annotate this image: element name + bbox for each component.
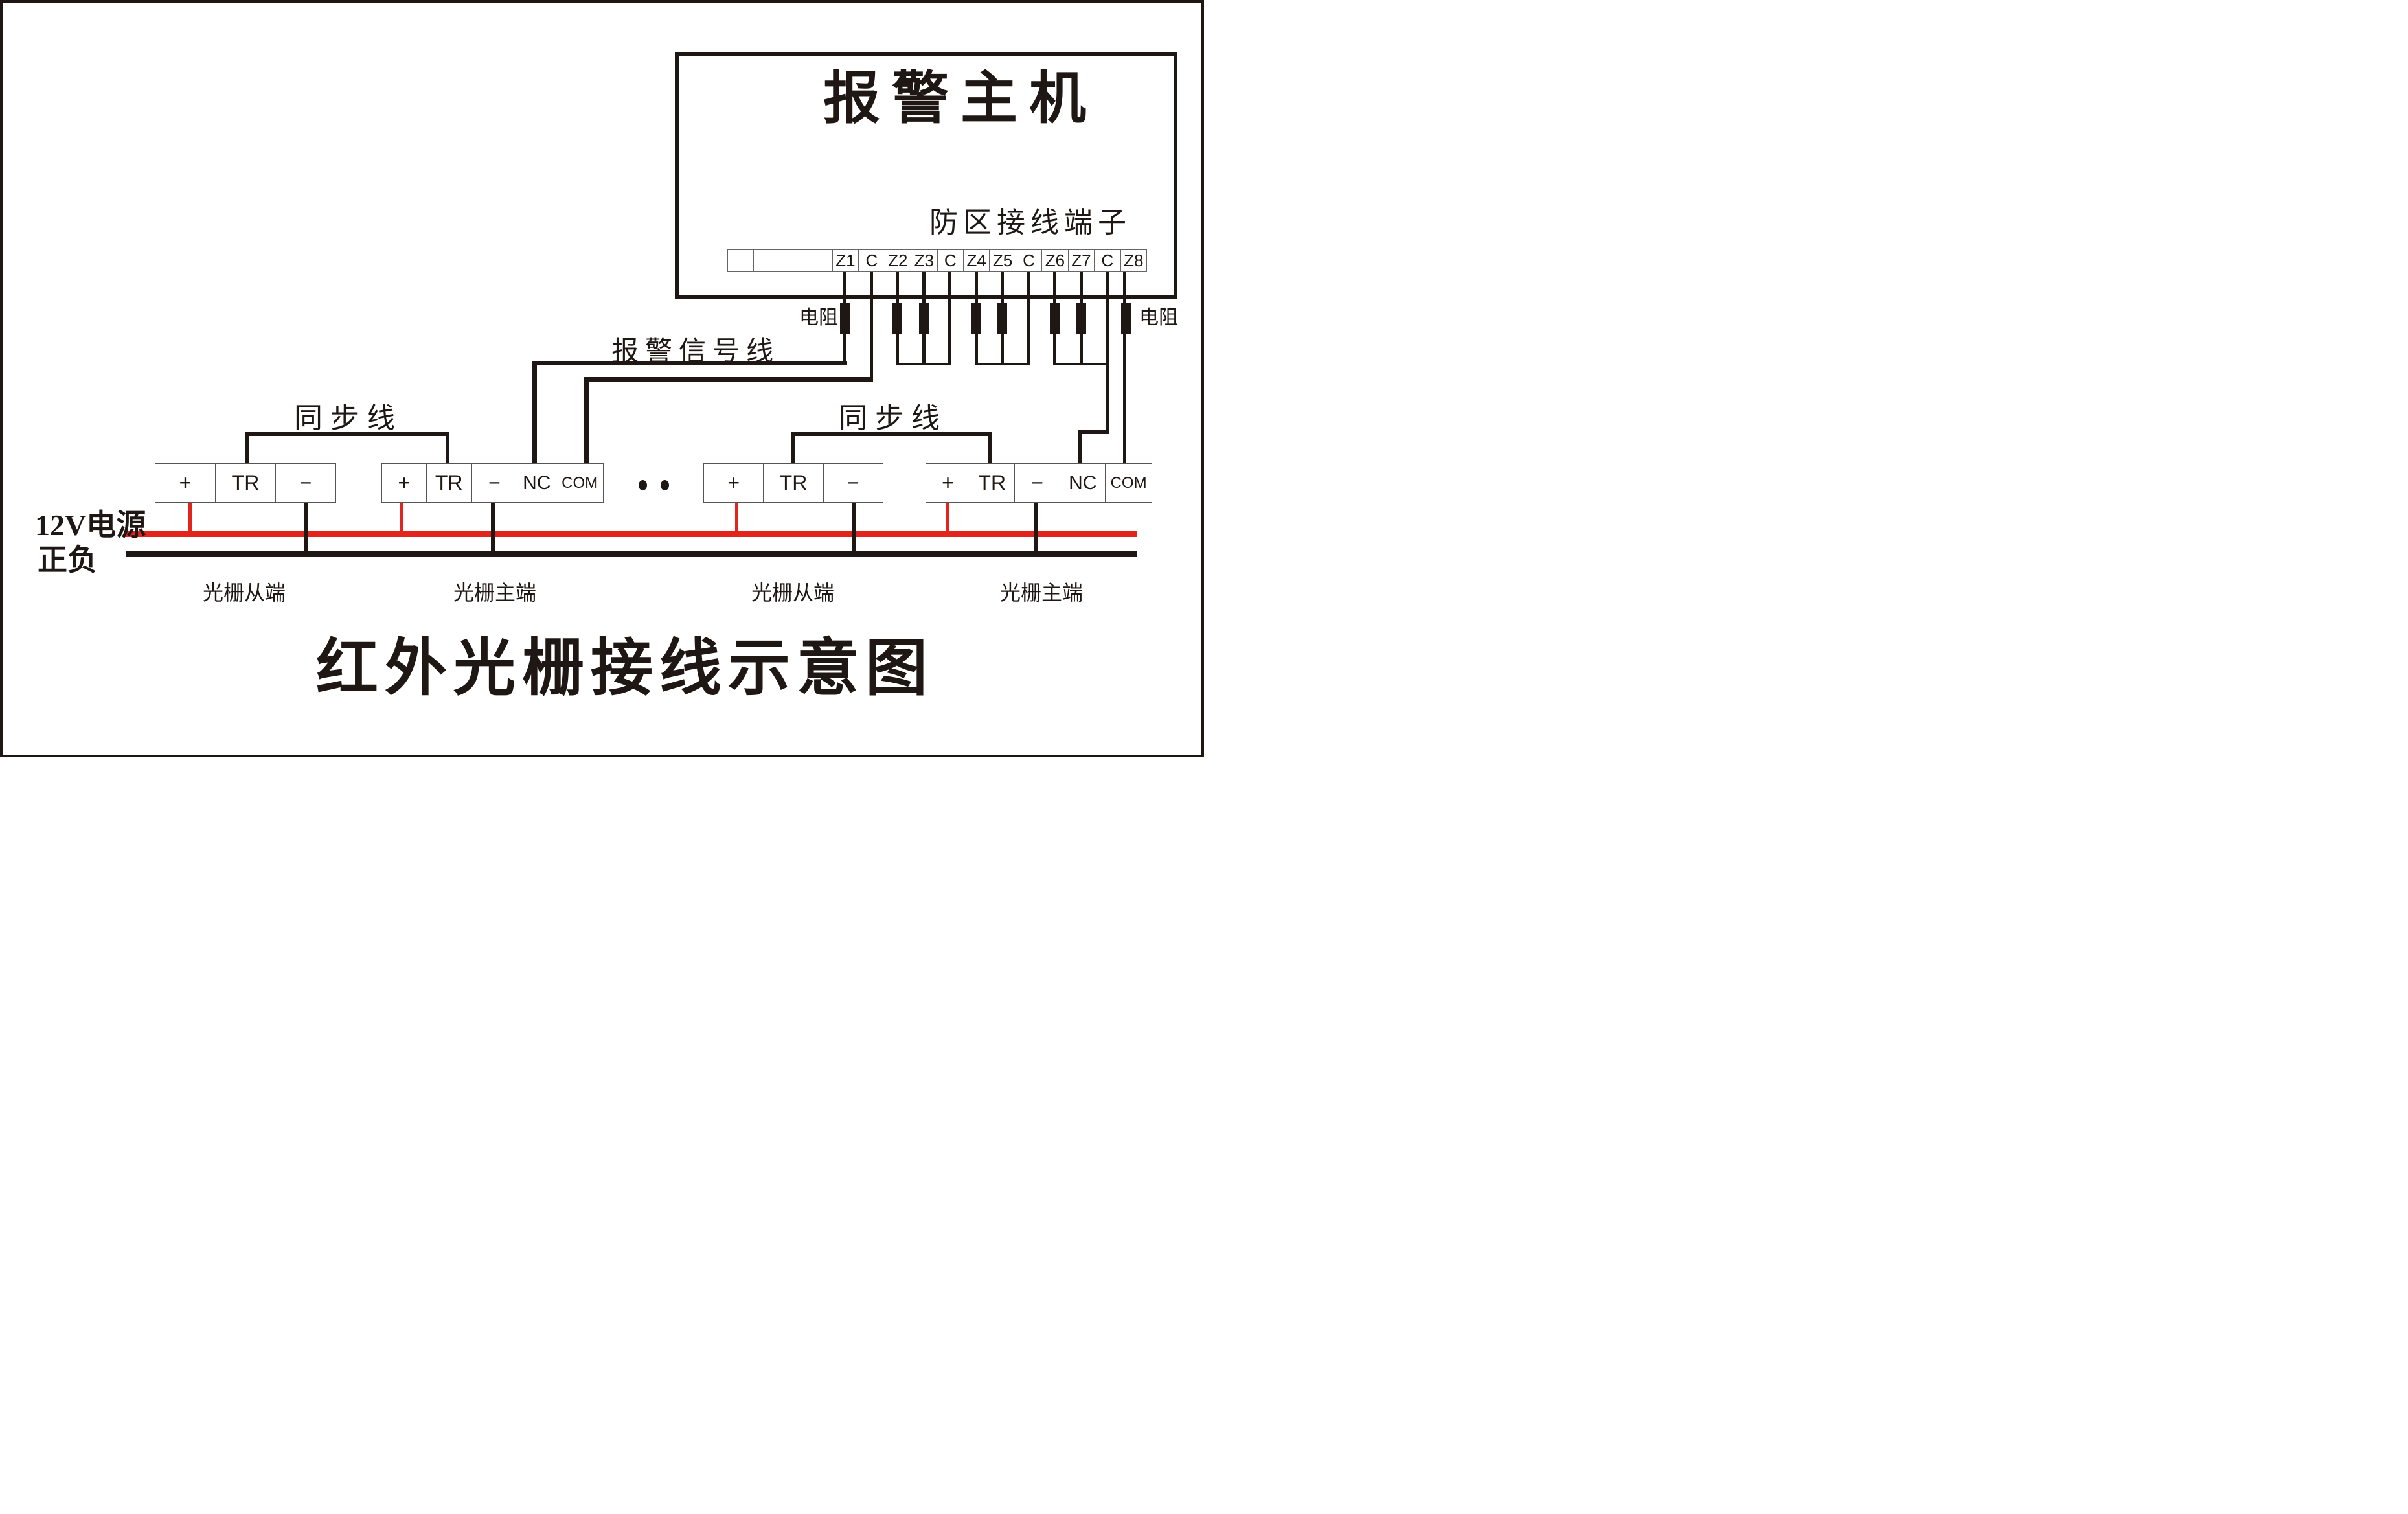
sync-line-right-drop2 [988, 432, 992, 463]
zone-terminal-cell: Z8 [1124, 251, 1144, 270]
sync-line-label-left: 同步线 [294, 402, 403, 434]
zone-terminal-cell: Z6 [1042, 250, 1069, 271]
power-wire-negative [304, 503, 308, 557]
resistor-label-left: 电阻 [799, 307, 838, 328]
wire-z1-to-nc-vertical [532, 361, 537, 463]
wire-join-z6-z7-c [1053, 363, 1109, 365]
zone-terminal-cell: C [1095, 250, 1121, 271]
caption-grating-master-2: 光栅主端 [999, 581, 1083, 604]
grating-slave-terminals-2: + TR − [703, 463, 883, 503]
terminal-tr: TR [970, 464, 1015, 502]
wire-c-to-nc-right-vertical [1078, 430, 1082, 463]
zone-terminal-cell: Z5 [990, 250, 1016, 271]
terminal-minus: − [299, 471, 312, 494]
power-wire-positive [188, 503, 192, 531]
wire-c1-drop [870, 272, 873, 379]
sync-line-label-right: 同步线 [839, 402, 948, 434]
terminal-minus: − [846, 471, 859, 494]
zone-terminal-cell [728, 250, 755, 271]
caption-grating-slave-2: 光栅从端 [751, 581, 834, 604]
grating-master-terminals-2: + TR − NC COM [926, 463, 1152, 503]
eol-resistor-z1 [840, 303, 850, 334]
continuation-dot [661, 480, 669, 490]
zone-terminal-cell: C [859, 250, 885, 271]
zone-terminal-cell: Z2 [885, 250, 912, 271]
sync-line-right-horizontal [791, 432, 992, 436]
alarm-signal-line-label: 报警信号线 [611, 337, 780, 367]
wire-c-to-com-horizontal [584, 377, 873, 382]
eol-resistor-z8 [1121, 303, 1131, 334]
sync-line-right-drop1 [791, 432, 795, 463]
power-wire-negative [1034, 503, 1038, 557]
zone-terminal-cell: C [938, 250, 964, 271]
sync-line-left-drop1 [245, 432, 249, 463]
power-wire-negative [852, 503, 856, 557]
eol-resistor-z7 [1076, 303, 1086, 334]
terminal-plus: + [704, 464, 764, 502]
terminal-plus: + [926, 464, 970, 502]
terminal-minus: − [1015, 464, 1061, 502]
eol-resistor-z3 [919, 303, 929, 334]
wire-z8-drop [1123, 272, 1126, 463]
eol-resistor-z6 [1050, 303, 1060, 334]
zone-terminal-cell: Z7 [1069, 250, 1095, 271]
terminal-nc: NC [517, 464, 557, 502]
zone-terminal-cell: Z4 [964, 250, 990, 271]
terminal-minus: − [472, 464, 518, 502]
wire-z1-to-nc-horizontal [532, 361, 847, 365]
power-wire-positive [946, 503, 949, 531]
grating-slave-terminals-1: + TR − [155, 463, 336, 503]
terminal-com: COM [562, 474, 598, 492]
eol-resistor-z5 [997, 303, 1007, 334]
zone-terminal-cell: C [1016, 250, 1043, 271]
terminal-tr: TR [764, 464, 824, 502]
sync-line-left-horizontal [245, 432, 449, 436]
wire-c4-drop [1106, 272, 1109, 434]
zone-terminal-cell [806, 250, 833, 271]
zone-terminal-cell: Z3 [911, 250, 938, 271]
resistor-label-right: 电阻 [1139, 307, 1178, 328]
terminal-plus: + [155, 464, 216, 502]
wire-c-to-com-vertical [584, 377, 589, 463]
terminal-plus: + [382, 464, 427, 502]
wire-join-z4-z5-c [975, 363, 1030, 365]
wire-c2-drop [948, 272, 951, 365]
wire-join-z2-z3-c [896, 363, 951, 365]
caption-grating-slave-1: 光栅从端 [202, 581, 286, 604]
continuation-dot [639, 480, 647, 490]
power-wire-negative [491, 503, 495, 557]
zone-terminal-cell: Z1 [833, 250, 859, 271]
power-label-line1: 12V电源 [35, 509, 146, 542]
power-label-line2: 正负 [38, 544, 97, 577]
eol-resistor-z4 [971, 303, 981, 334]
power-bus-positive [125, 531, 1137, 537]
terminal-tr: TR [216, 464, 276, 502]
power-bus-negative [126, 551, 1137, 557]
eol-resistor-z2 [892, 303, 902, 334]
power-wire-positive [400, 503, 403, 531]
alarm-host-title: 报警主机 [823, 68, 1098, 131]
terminal-tr: TR [427, 464, 472, 502]
wire-c3-drop [1027, 272, 1030, 365]
sync-line-left-drop2 [446, 432, 449, 463]
zone-terminal-cell [754, 250, 780, 271]
zone-terminal-cell [780, 250, 807, 271]
wire-c-to-nc-right-jog [1078, 430, 1109, 434]
grating-master-terminals-1: + TR − NC COM [381, 463, 604, 503]
caption-grating-master-1: 光栅主端 [453, 581, 536, 604]
power-wire-positive [735, 503, 738, 531]
diagram-title: 红外光栅接线示意图 [316, 634, 934, 703]
terminal-com: COM [1110, 474, 1147, 492]
terminal-nc: NC [1060, 464, 1106, 502]
zone-terminal-strip-label: 防区接线端子 [929, 207, 1131, 238]
